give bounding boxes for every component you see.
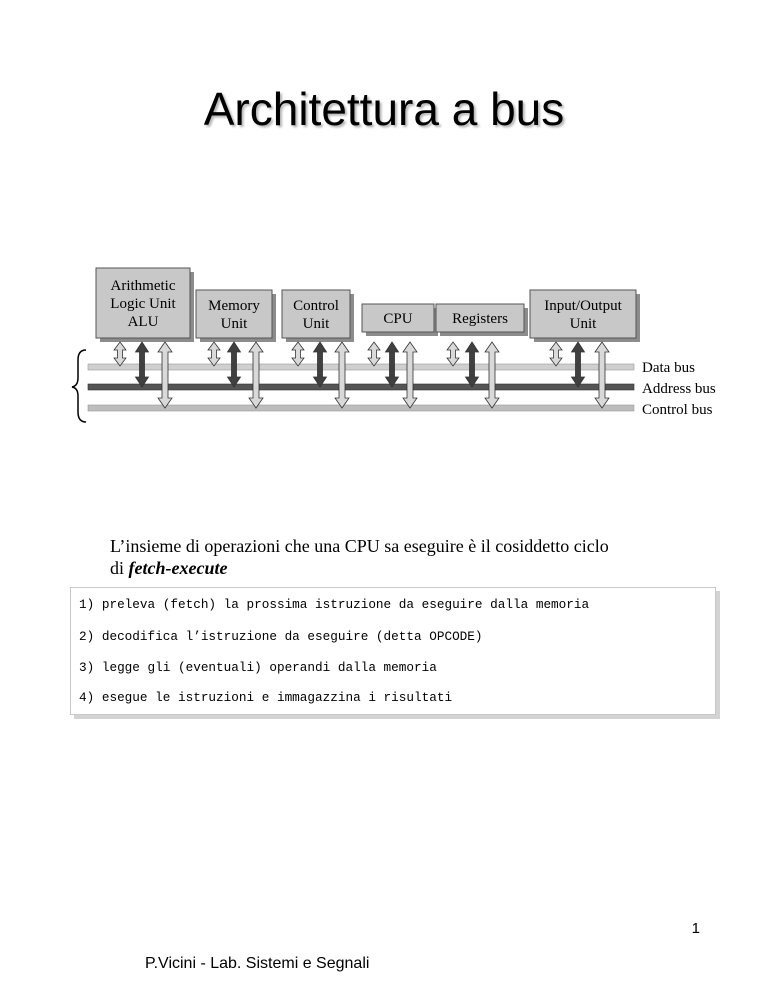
fetch-execute-keyword: fetch-execute (128, 558, 228, 578)
data-bus-arrow (291, 341, 305, 367)
bus-label-address: Address bus (642, 381, 716, 397)
intro-line-2-prefix: di (110, 558, 129, 578)
page-number: 1 (691, 920, 700, 937)
unit-label-line: Arithmetic (111, 278, 176, 294)
unit-label-line: Registers (452, 311, 508, 327)
intro-line-2: di fetch-execute (110, 557, 730, 579)
unit-label-line: Memory (208, 298, 260, 314)
data-bus-arrow (207, 341, 221, 367)
control-bus-arrow (402, 341, 418, 409)
step-1: 1) preleva (fetch) la prossima istruzion… (79, 597, 590, 612)
step-4: 4) esegue le istruzioni e immagazzina i … (79, 690, 453, 705)
unit-label-line: Logic Unit (110, 296, 176, 312)
address-bus-arrow (226, 341, 242, 388)
page-title: Architettura a bus (203, 83, 565, 135)
intro-paragraph: L’insieme di operazioni che una CPU sa e… (110, 535, 730, 579)
registers-box: Registers (435, 303, 528, 336)
footer-author: P.Vicini - Lab. Sistemi e Segnali (145, 955, 370, 972)
data-bus-arrow (446, 341, 460, 367)
unit-label-line: CPU (383, 311, 412, 327)
address-bus-arrow (312, 341, 328, 388)
address-bus-arrow (464, 341, 480, 388)
control-bus-arrow (594, 341, 610, 409)
address-bus-line (87, 383, 635, 391)
address-bus-arrow (570, 341, 586, 388)
control-bus-arrow (484, 341, 500, 409)
control-bus-arrow (334, 341, 350, 409)
address-bus-arrow (134, 341, 150, 388)
step-2: 2) decodifica l’istruzione da eseguire (… (79, 629, 483, 644)
bus-label-control: Control bus (642, 402, 713, 418)
bus-label-data: Data bus (642, 360, 695, 376)
control-bus-arrow (157, 341, 173, 409)
unit-label-line: Control (293, 298, 339, 314)
data-bus-arrow (113, 341, 127, 367)
cpu-box: CPU (361, 303, 438, 336)
data-bus-arrow (549, 341, 563, 367)
data-bus-arrow (367, 341, 381, 367)
unit-label-line: Unit (303, 316, 331, 332)
control-bus-arrow (248, 341, 264, 409)
address-bus-arrow (384, 341, 400, 388)
intro-line-1: L’insieme di operazioni che una CPU sa e… (110, 536, 609, 556)
unit-label-line: ALU (128, 314, 159, 330)
bus-brace (71, 349, 87, 423)
data-bus-line (87, 363, 635, 371)
step-3: 3) legge gli (eventuali) operandi dalla … (79, 660, 437, 675)
unit-label-line: Input/Output (544, 298, 622, 314)
fetch-execute-steps-box: 1) preleva (fetch) la prossima istruzion… (70, 587, 716, 715)
unit-label-line: Unit (221, 316, 249, 332)
control-bus-line (87, 404, 635, 412)
unit-label-line: Unit (570, 316, 598, 332)
